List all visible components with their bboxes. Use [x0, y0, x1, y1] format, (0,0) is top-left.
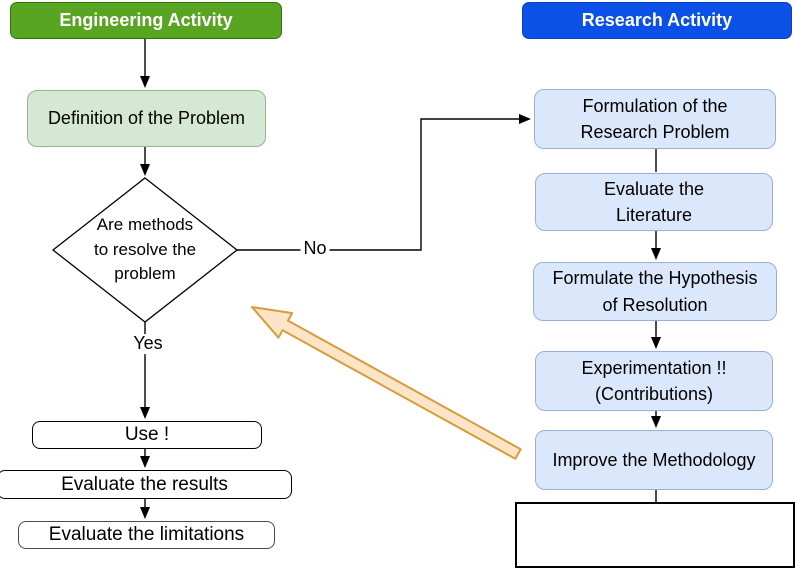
evaluate-limitations-box: Evaluate the limitations — [18, 521, 275, 549]
research-activity-header: Research Activity — [522, 2, 792, 39]
decision-line-2: to resolve the — [93, 239, 197, 259]
formulation-research-problem-box: Formulation of the Research Problem — [534, 89, 776, 149]
evaluate-literature-box: Evaluate the Literature — [535, 173, 773, 231]
decision-line-3: problem — [114, 264, 176, 284]
experimentation-line-2: (Contributions) — [594, 384, 714, 404]
hypothesis-line-1: Formulate the Hypothesis — [552, 268, 758, 289]
feedback-arrow — [251, 306, 522, 460]
engineering-activity-header: Engineering Activity — [10, 2, 282, 39]
hypothesis-line-2: of Resolution — [602, 294, 708, 315]
formulate-hypothesis-box: Formulate the Hypothesis of Resolution — [533, 262, 777, 321]
decision-diamond-shape — [51, 177, 239, 323]
evaluate-results-box: Evaluate the results — [0, 470, 292, 499]
definition-of-problem-box: Definition of the Problem — [27, 90, 266, 147]
experimentation-line-1: Experimentation !! — [581, 357, 727, 378]
decision-line-1: Are methods — [96, 215, 194, 235]
literature-line-2: Literature — [615, 205, 693, 225]
yes-edge-label: Yes — [130, 333, 166, 354]
formulation-line-1: Formulation of the — [582, 95, 728, 116]
connector-no-decision-to-formulation — [237, 114, 531, 251]
use-box: Use ! — [32, 421, 262, 449]
literature-line-1: Evaluate the — [603, 178, 705, 199]
experimentation-box: Experimentation !! (Contributions) — [535, 351, 773, 411]
decision-diamond-label: Are methods to resolve the problem — [55, 200, 235, 300]
formulation-line-2: Research Problem — [580, 122, 730, 142]
improve-methodology-box: Improve the Methodology — [535, 430, 773, 490]
empty-bottom-box — [515, 502, 795, 568]
no-edge-label: No — [300, 238, 330, 259]
